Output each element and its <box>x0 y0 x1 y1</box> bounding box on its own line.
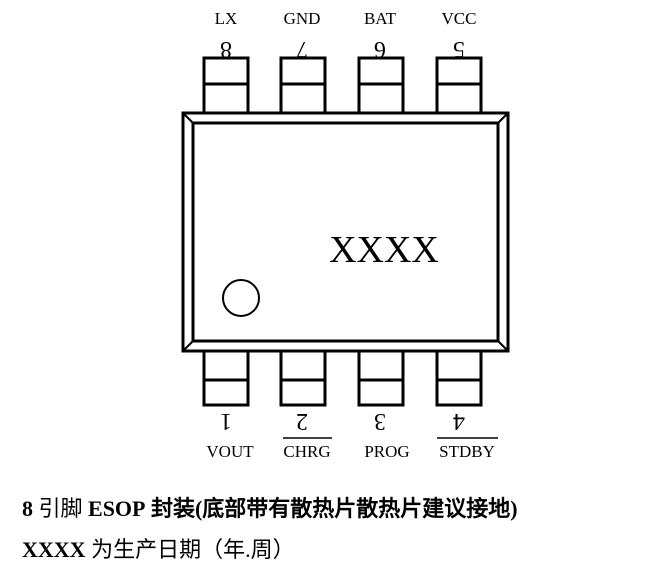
caption-marking-description: XXXX 为生产日期（年.周） <box>22 537 295 563</box>
pin-8-lead <box>202 56 250 115</box>
pin-6-name: BAT <box>364 9 397 28</box>
pin-1-number: 1 <box>220 408 232 434</box>
pin-5-lead <box>435 56 483 115</box>
pin1-indicator <box>222 279 260 317</box>
pin-4-name: STDBY <box>439 442 495 461</box>
pin-3-number: 3 <box>374 408 386 434</box>
caption-marking-rest: 为生产日期（年.周） <box>91 537 295 562</box>
pin-2-number: 2 <box>296 408 308 434</box>
pin-6-lead <box>357 56 405 115</box>
pin-4-number: 4 <box>453 408 465 434</box>
pin-8-number: 8 <box>220 36 232 62</box>
caption-pin-count: 8 <box>22 496 33 521</box>
package-marking: XXXX <box>329 229 439 271</box>
caption-package-rest: 封装(底部带有散热片散热片建议接地) <box>150 496 518 521</box>
pin-8-name: LX <box>215 9 238 28</box>
pin-7-name: GND <box>284 9 321 28</box>
pin-5-name: VCC <box>442 9 477 28</box>
bottom-pins <box>202 348 483 407</box>
pin-3-name: PROG <box>364 442 409 461</box>
pin-7-number: 7 <box>296 36 308 62</box>
pin-1-lead <box>202 348 250 407</box>
caption-marking: XXXX <box>22 537 86 562</box>
pin-5-number: 5 <box>453 36 465 62</box>
pin-1-name: VOUT <box>206 442 254 461</box>
caption-package-description: 8 引脚 ESOP 封装(底部带有散热片散热片建议接地) <box>22 496 518 522</box>
pin-2-name: CHRG <box>283 442 330 461</box>
package-body <box>181 111 510 353</box>
pin-3-lead <box>357 348 405 407</box>
top-pins <box>202 56 483 115</box>
caption-pin-word: 引脚 <box>38 496 83 521</box>
pin-2-lead <box>279 348 327 407</box>
pin-4-lead <box>435 348 483 407</box>
ic-package-diagram: LX GND BAT VCC 8 7 6 5 <box>181 9 510 461</box>
pin-6-number: 6 <box>374 36 386 62</box>
pin-7-lead <box>279 56 327 115</box>
caption-package-name: ESOP <box>88 496 146 521</box>
